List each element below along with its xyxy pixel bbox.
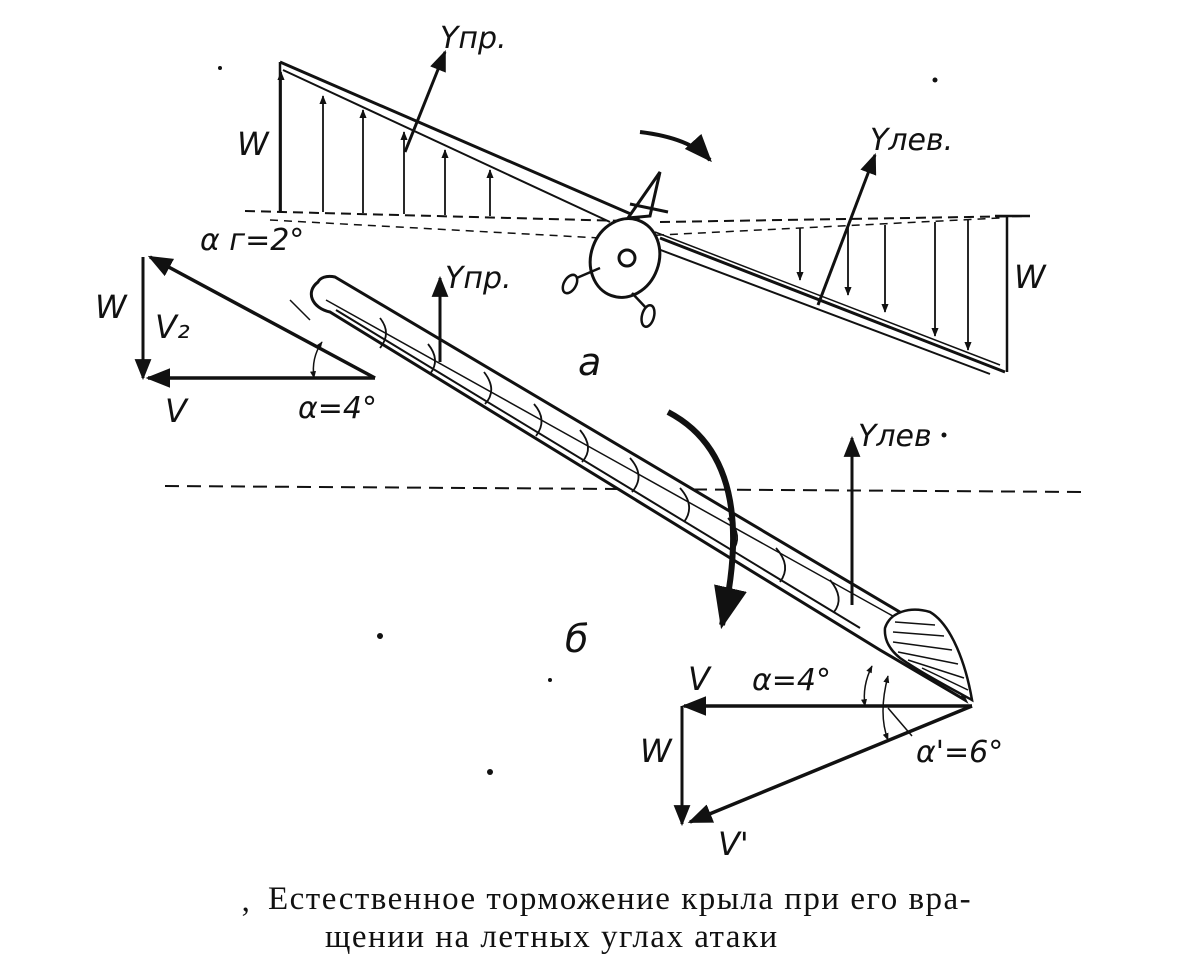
caption-mark: ‚ [240, 883, 253, 919]
alpha-arc-right [861, 665, 873, 707]
scan-specks [218, 66, 947, 775]
vector-v-prime [687, 704, 973, 824]
vector-v2 [147, 255, 376, 380]
label-v-prime: V' [718, 825, 749, 863]
horizon-dashed-left [244, 210, 626, 222]
label-v2: V₂ [155, 308, 190, 346]
diagram-labels: Yпр. Yлев. W W а α г=2° Yпр. W V₂ V α=4°… [95, 21, 1047, 863]
fuselage-hub [617, 248, 637, 268]
horizon-dashed-right [659, 215, 1031, 223]
label-y-left-top: Yлев. [870, 123, 953, 158]
label-w-right-bottom: W [640, 732, 673, 770]
label-y-right-top: Yпр. [440, 21, 507, 56]
airfoil-hatch [892, 621, 969, 691]
label-v-left: V [165, 392, 189, 430]
right-wing-lower [649, 245, 991, 375]
lift-arrow-left-top [816, 153, 877, 306]
tail-fin [624, 171, 662, 220]
lift-arrow-right-top [403, 50, 447, 153]
label-w-left-top: W [237, 125, 270, 163]
left-wing-lower [282, 69, 611, 223]
label-v-right: V [688, 660, 712, 698]
label-w-right-top: W [1014, 258, 1047, 296]
rotation-arrow-top [639, 130, 712, 163]
airfoil-section [883, 608, 974, 703]
label-y-left-mid: Yлев [858, 419, 932, 454]
label-w-left-mid: W [95, 288, 128, 326]
rotation-arrow-bottom [666, 409, 747, 630]
caption-line-2: щении на летных углах атаки [325, 919, 779, 955]
left-wing-upper [279, 60, 641, 220]
part-b [134, 255, 1086, 827]
alpha-prime-arc [882, 675, 890, 741]
label-alpha-right: α=4° [752, 663, 831, 698]
label-y-right-mid: Yпр. [445, 261, 512, 296]
caption-line-1: Естественное торможение крыла при его вр… [268, 881, 973, 917]
label-fig-a: а [578, 340, 601, 384]
label-fig-b: б [565, 617, 588, 661]
alpha-arc-left [310, 341, 323, 379]
label-alpha-g: α г=2° [200, 223, 304, 258]
label-alpha-prime: α'=6° [916, 735, 1003, 770]
right-wing-upper [659, 236, 1006, 374]
label-alpha-left: α=4° [298, 391, 377, 426]
part-a [244, 50, 1031, 375]
